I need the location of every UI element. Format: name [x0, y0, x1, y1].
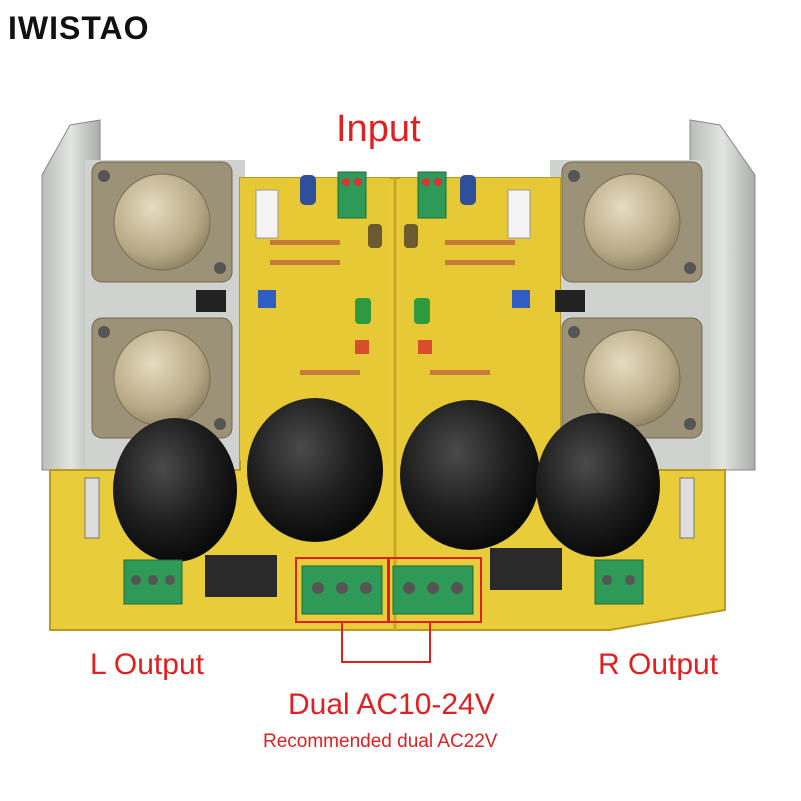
- driver-transistor-right: [555, 290, 585, 312]
- output-terminal-left: [123, 559, 183, 605]
- power-highlight: [295, 557, 482, 663]
- small-components: [255, 175, 531, 375]
- right-output-label: R Output: [598, 648, 719, 681]
- input-terminal-right: [417, 171, 447, 219]
- brand-logo: IWISTAO: [8, 10, 150, 46]
- filter-capacitors: [113, 398, 660, 562]
- transistor-bottom-right: [561, 317, 703, 439]
- bridge-rectifier-right: [490, 548, 562, 590]
- driver-transistor-left: [196, 290, 226, 312]
- output-terminal-right: [594, 559, 644, 605]
- power-label: Dual AC10-24V: [288, 688, 495, 721]
- input-terminal-left: [337, 171, 367, 219]
- transistor-top-right: [561, 161, 703, 283]
- fuses: [84, 477, 695, 539]
- bridge-rectifier-left: [205, 555, 277, 597]
- transistor-top-left: [91, 161, 233, 283]
- power-terminal-right: [392, 565, 474, 615]
- recommendation-label: Recommended dual AC22V: [263, 731, 498, 752]
- left-output-label: L Output: [90, 648, 204, 681]
- power-terminal-left: [301, 565, 383, 615]
- input-label: Input: [336, 108, 421, 150]
